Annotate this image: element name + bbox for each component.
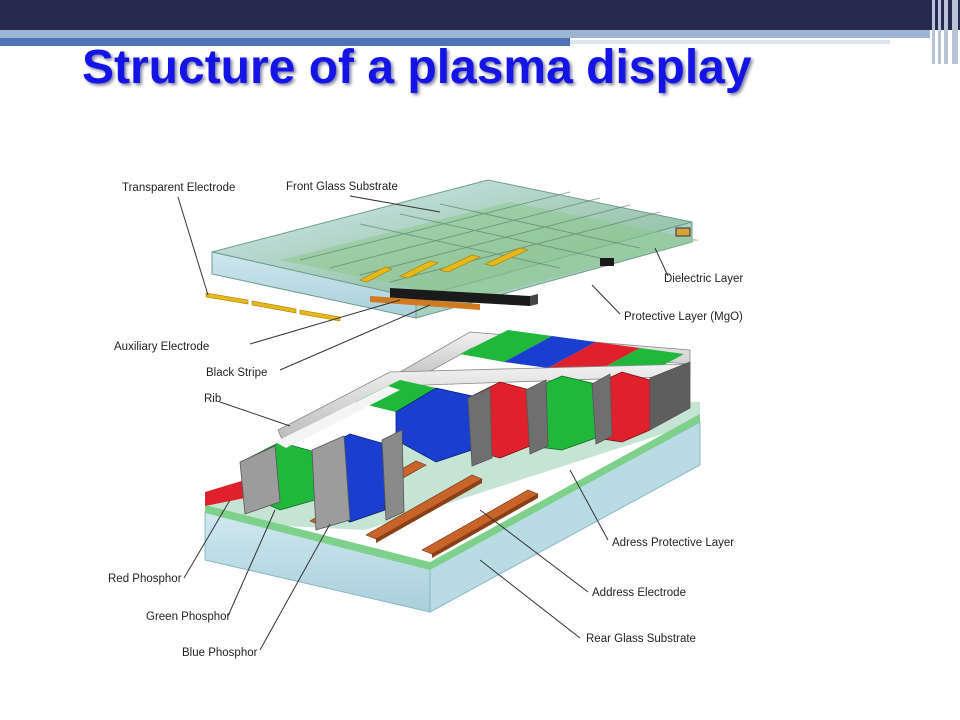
- header-corner-stripes: [930, 0, 960, 64]
- label-adress-protective-layer: Adress Protective Layer: [612, 537, 734, 549]
- label-rib: Rib: [204, 393, 221, 405]
- header-accent-line-light: [570, 40, 890, 44]
- label-red-phosphor: Red Phosphor: [108, 573, 182, 585]
- plasma-display-diagram: Transparent Electrode Front Glass Substr…: [108, 179, 743, 659]
- label-address-electrode: Address Electrode: [592, 587, 686, 599]
- dielectric-layer-shape: [280, 202, 700, 300]
- leader-lines: [177, 195, 669, 651]
- header-accent-line-dark: [0, 38, 570, 46]
- label-black-stripe: Black Stripe: [206, 367, 267, 379]
- label-blue-phosphor: Blue Phosphor: [182, 647, 258, 659]
- label-rear-glass-substrate: Rear Glass Substrate: [586, 633, 696, 645]
- label-green-phosphor: Green Phosphor: [146, 611, 231, 623]
- label-transparent-electrode: Transparent Electrode: [122, 182, 235, 194]
- diagram-labels: Transparent Electrode Front Glass Substr…: [108, 181, 743, 659]
- label-front-glass-substrate: Front Glass Substrate: [286, 181, 398, 193]
- header-bar: [0, 0, 960, 30]
- label-auxiliary-electrode: Auxiliary Electrode: [114, 341, 209, 353]
- rib-pillars: [239, 361, 691, 531]
- label-dielectric-layer: Dielectric Layer: [664, 273, 743, 285]
- rear-panel: [204, 330, 701, 613]
- header-accent-line: [0, 30, 930, 38]
- label-protective-layer: Protective Layer (MgO): [624, 311, 743, 323]
- slide-title: Structure of a plasma display: [82, 41, 752, 94]
- front-panel: [205, 179, 700, 322]
- black-stripe-shape: [390, 288, 530, 306]
